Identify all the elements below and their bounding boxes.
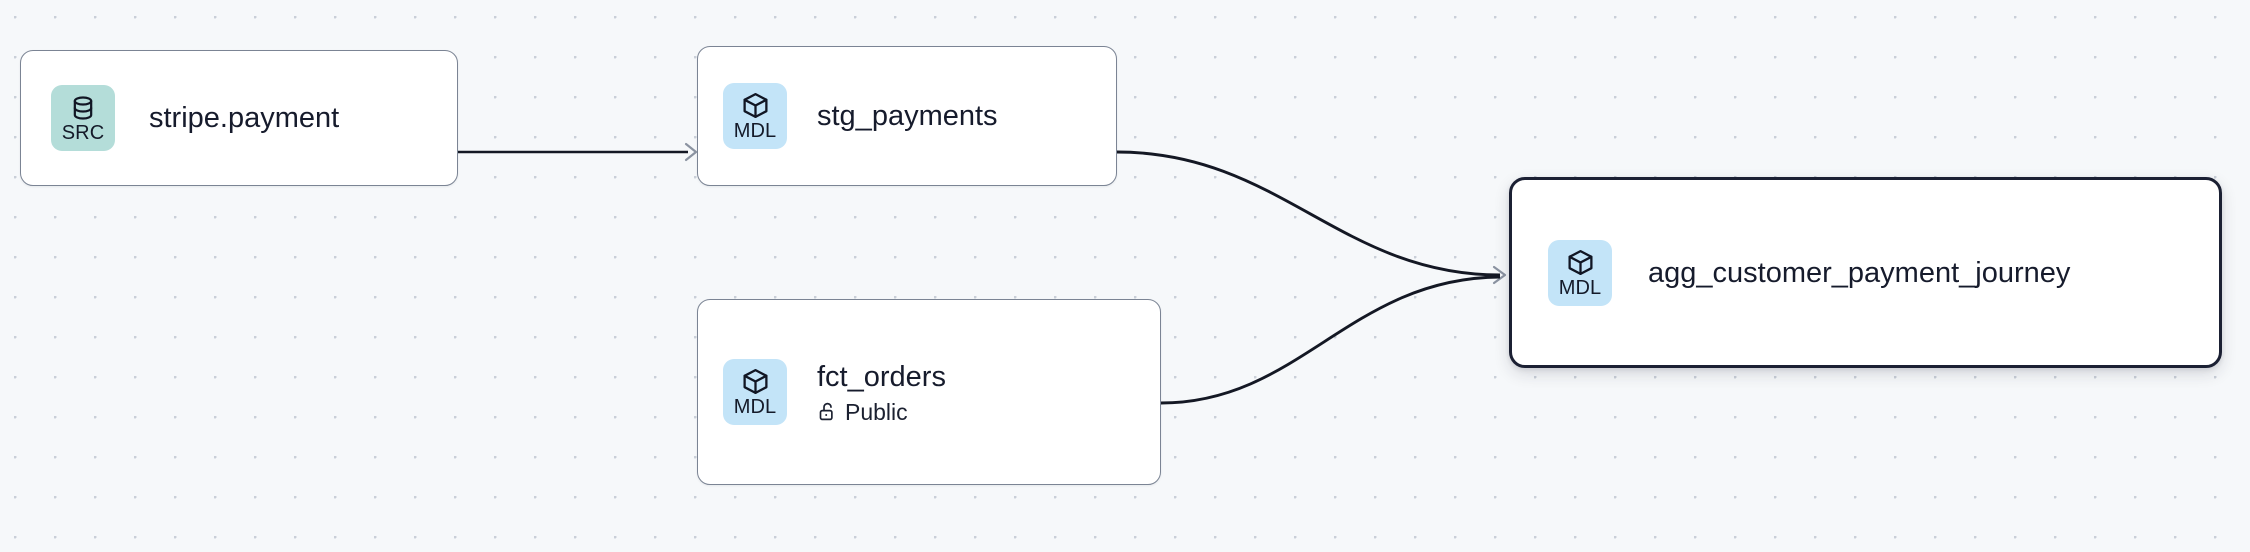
node-title: agg_customer_payment_journey xyxy=(1648,256,2071,289)
cube-icon xyxy=(1566,248,1595,277)
node-agg-customer-payment-journey[interactable]: MDL agg_customer_payment_journey xyxy=(1509,177,2222,368)
database-icon xyxy=(69,94,97,122)
badge-mdl: MDL xyxy=(723,359,787,425)
unlock-icon xyxy=(817,401,838,422)
node-stripe-payment[interactable]: SRC stripe.payment xyxy=(20,50,458,186)
badge-label: SRC xyxy=(61,121,105,144)
node-fct-orders[interactable]: MDL fct_orders Public xyxy=(697,299,1161,485)
node-body: stripe.payment xyxy=(149,101,339,135)
edge-fct-orders-to-agg xyxy=(1160,275,1501,405)
node-title: stripe.payment xyxy=(149,102,340,134)
edge-stg-payments-to-agg xyxy=(1116,150,1507,285)
visibility-label: Public xyxy=(845,398,908,425)
badge-mdl: MDL xyxy=(723,83,787,149)
cube-icon xyxy=(741,91,770,120)
badge-mdl: MDL xyxy=(1548,239,1612,306)
badge-label: MDL xyxy=(733,396,777,418)
node-visibility: Public xyxy=(817,399,946,425)
node-body: stg_payments xyxy=(817,99,998,133)
node-body: fct_orders Public xyxy=(817,360,946,425)
badge-label: MDL xyxy=(1558,276,1602,299)
badge-label: MDL xyxy=(733,120,777,142)
node-body: agg_customer_payment_journey xyxy=(1648,256,2070,290)
node-stg-payments[interactable]: MDL stg_payments xyxy=(697,46,1117,186)
node-title: fct_orders xyxy=(817,360,946,393)
cube-icon xyxy=(741,367,770,396)
node-title: stg_payments xyxy=(817,100,998,132)
edge-stripe-payment-to-stg-payments xyxy=(458,142,698,162)
badge-src: SRC xyxy=(51,85,115,151)
